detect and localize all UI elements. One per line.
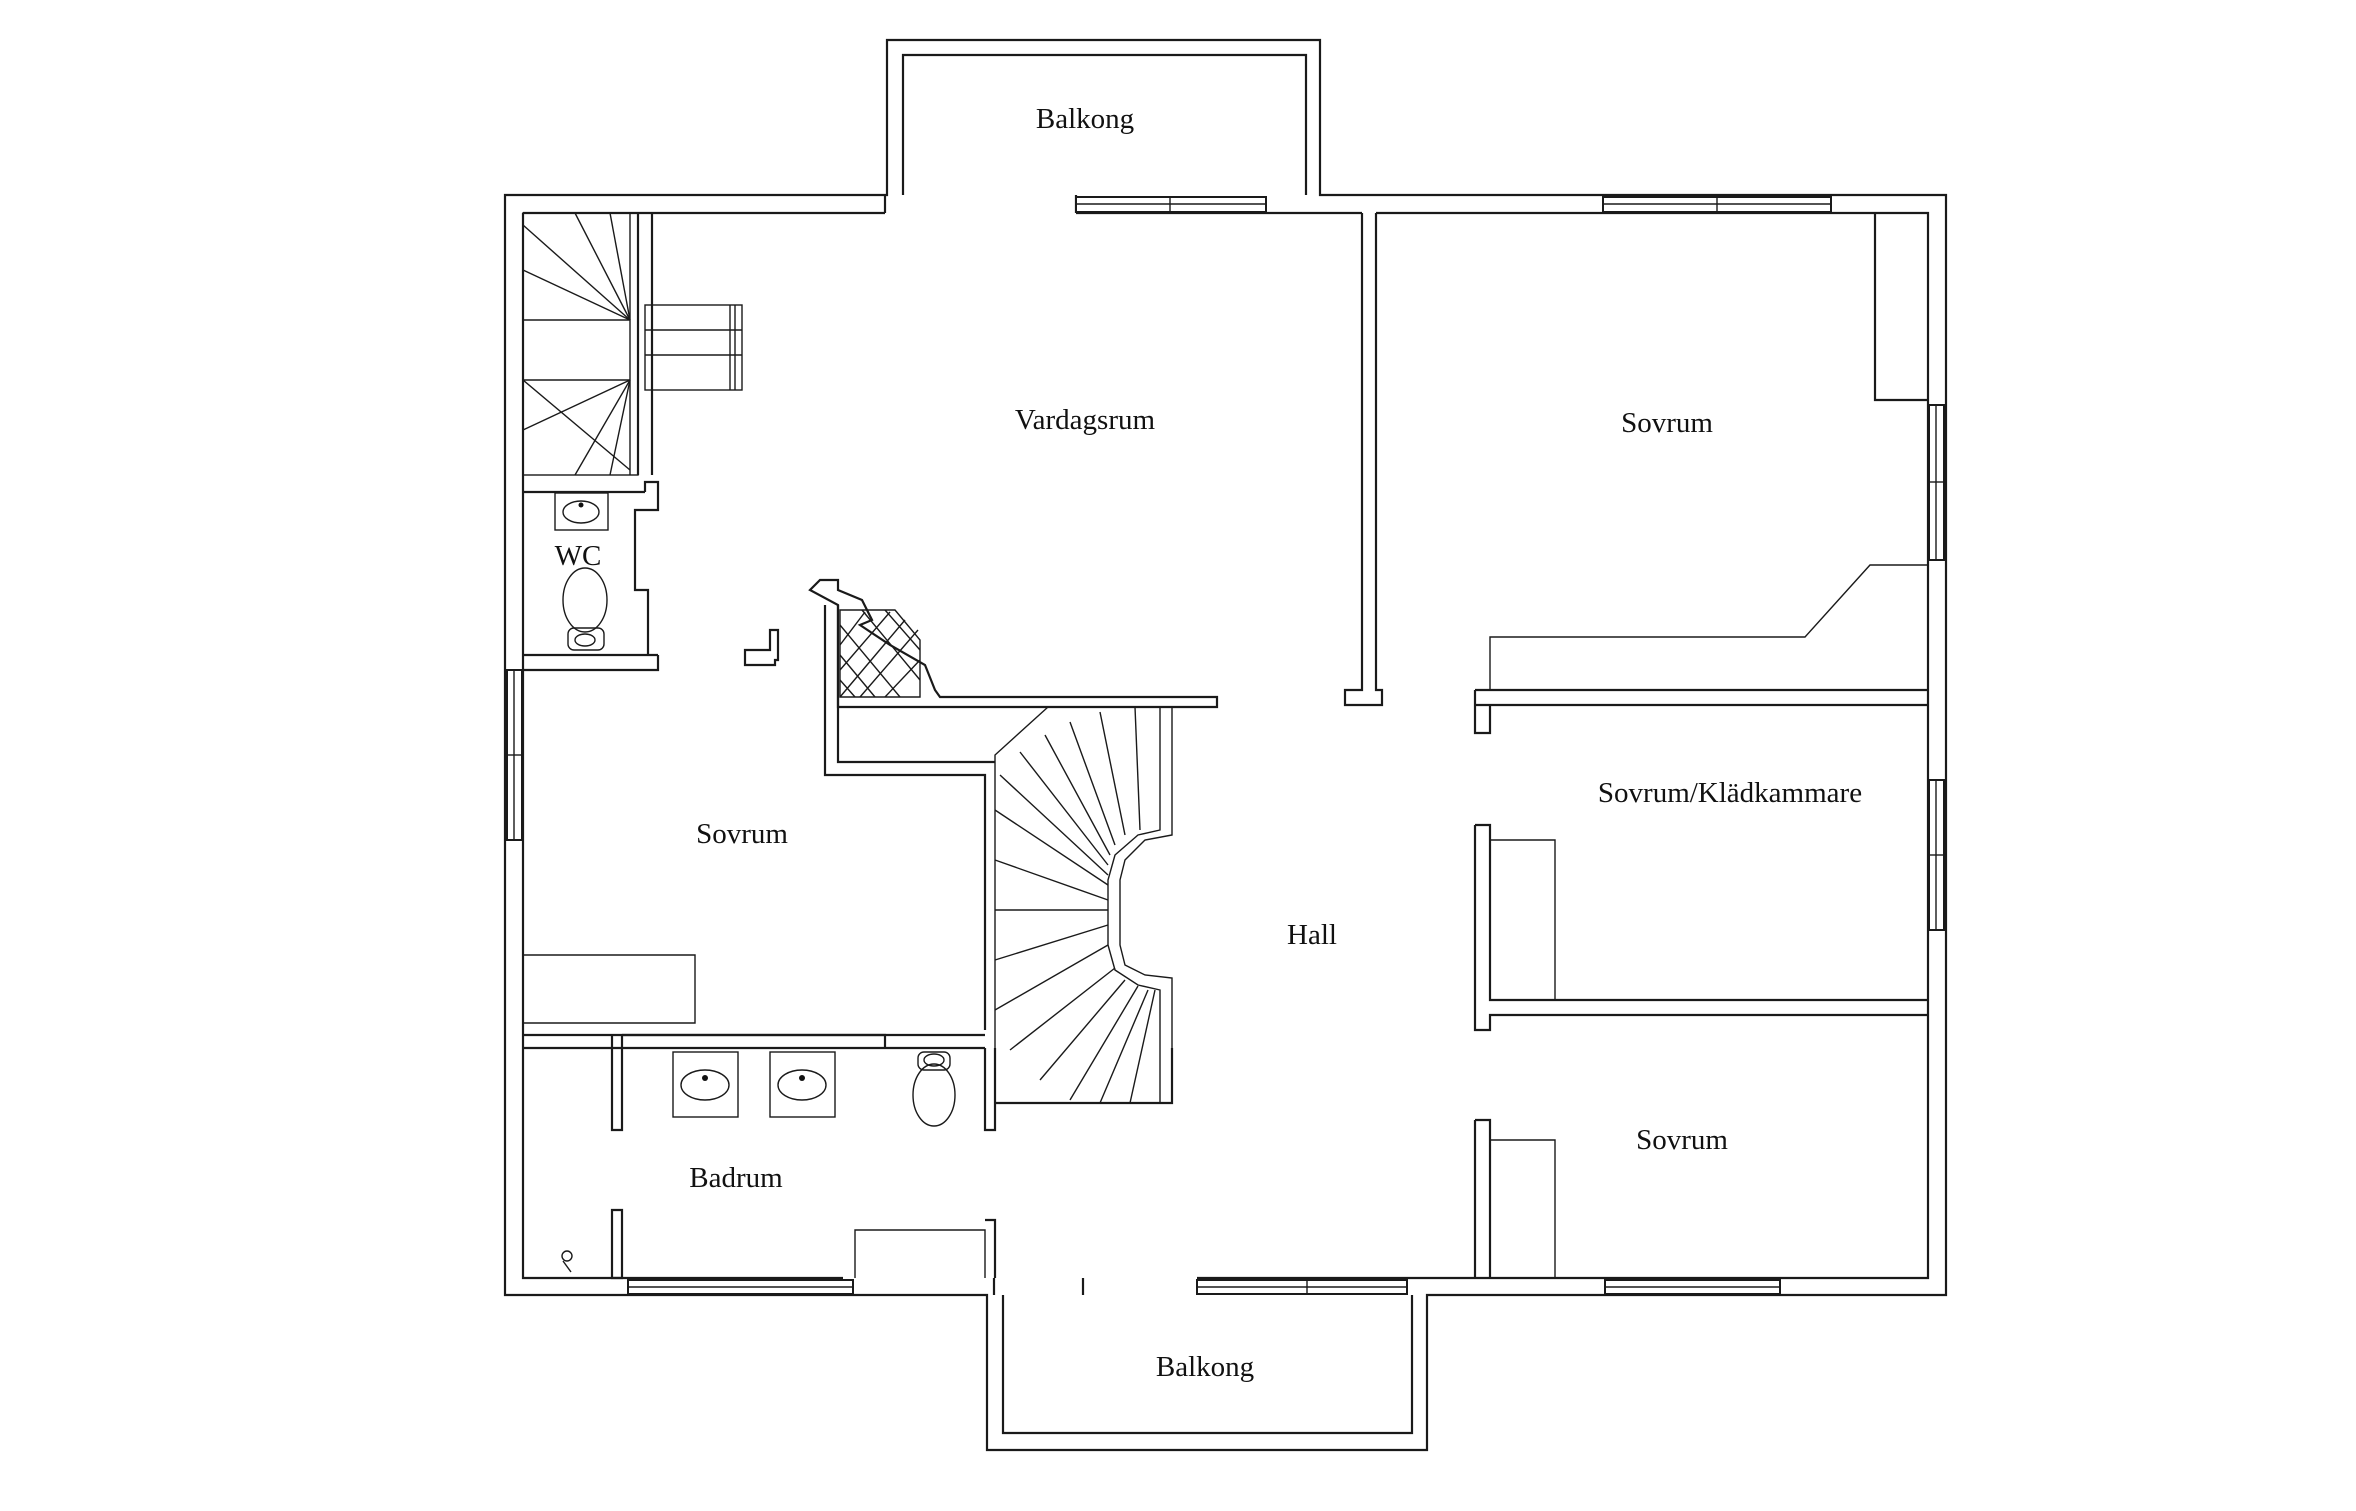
fireplace-hatch bbox=[839, 609, 921, 698]
windows bbox=[506, 196, 1945, 1295]
label-hall: Hall bbox=[1287, 919, 1337, 951]
label-living-room: Vardagsrum bbox=[1015, 404, 1156, 436]
stair-central bbox=[994, 706, 1173, 1104]
interior-walls bbox=[523, 213, 1928, 1280]
fixtures bbox=[554, 492, 956, 1273]
label-bedroom-w: Sovrum bbox=[696, 818, 788, 850]
label-balcony-top: Balkong bbox=[1036, 103, 1134, 135]
stair-top-left bbox=[522, 212, 743, 476]
label-bedroom-se: Sovrum bbox=[1636, 1124, 1728, 1156]
room-labels: Balkong Vardagsrum Sovrum WC Sovrum Sovr… bbox=[555, 103, 1862, 1383]
label-wc: WC bbox=[555, 540, 602, 572]
label-bedroom-ne: Sovrum bbox=[1621, 407, 1713, 439]
outer-walls bbox=[503, 38, 1948, 1452]
label-bedroom-closet: Sovrum/Klädkammare bbox=[1598, 777, 1862, 809]
label-bathroom: Badrum bbox=[689, 1162, 783, 1194]
label-balcony-bottom: Balkong bbox=[1156, 1351, 1254, 1383]
